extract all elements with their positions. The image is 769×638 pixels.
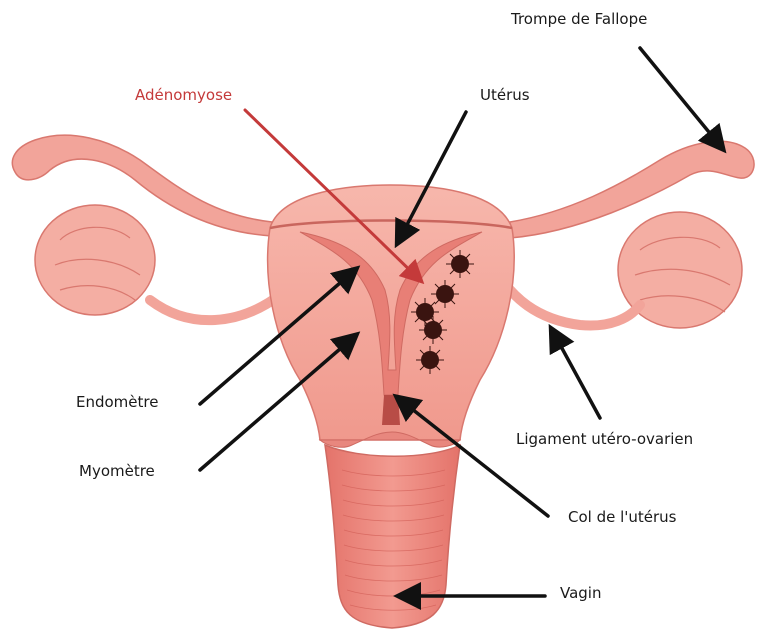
label-myometre: Myomètre — [79, 462, 155, 480]
lesion-1 — [446, 250, 474, 278]
label-trompe-de-fallope: Trompe de Fallope — [511, 10, 647, 28]
label-col-de-luterus: Col de l'utérus — [568, 508, 677, 526]
arrow-ligament — [552, 330, 600, 418]
arrow-fallope — [640, 48, 722, 148]
left-ovarian-ligament — [150, 295, 280, 320]
lesion-2 — [431, 280, 459, 308]
label-ligament-utero-ovarien: Ligament utéro-ovarien — [516, 430, 693, 448]
label-adenomyose: Adénomyose — [135, 86, 232, 104]
lesion-5 — [416, 346, 444, 374]
vagina — [325, 445, 460, 628]
label-endometre: Endomètre — [76, 393, 158, 411]
label-vagin: Vagin — [560, 584, 601, 602]
left-fallopian-tube — [12, 135, 272, 236]
lesion-4 — [419, 316, 447, 344]
label-uterus: Utérus — [480, 86, 530, 104]
